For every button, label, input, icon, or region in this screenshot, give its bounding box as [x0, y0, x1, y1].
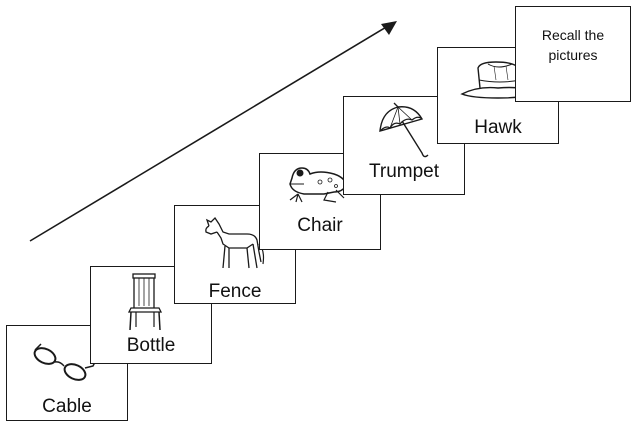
recall-line-2: pictures: [516, 45, 630, 65]
frog-icon: [284, 160, 350, 204]
card-word-chair: Chair: [260, 215, 380, 237]
card-word-bottle: Bottle: [91, 335, 211, 357]
horse-icon: [203, 214, 267, 270]
card-word-fence: Fence: [175, 281, 295, 303]
umbrella-icon: [376, 101, 430, 161]
card-word-hawk: Hawk: [438, 117, 558, 139]
recall-line-1: Recall the: [516, 25, 630, 45]
card-recall: Recall the pictures: [515, 6, 631, 102]
card-word-cable: Cable: [7, 396, 127, 418]
chair-icon: [126, 272, 166, 332]
card-word-trumpet: Trumpet: [344, 161, 464, 183]
